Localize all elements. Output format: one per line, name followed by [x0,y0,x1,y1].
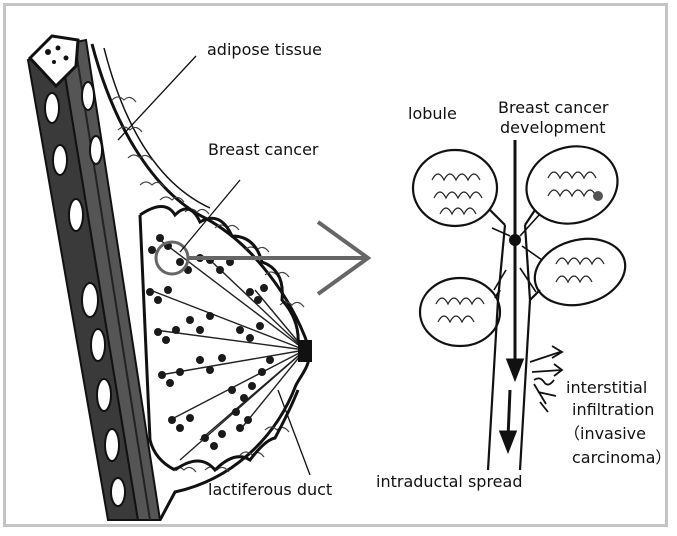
nipple [298,340,312,362]
label-intraductal-spread: intraductal spread [376,472,522,492]
leader-lines-left [118,56,310,475]
gland-lobules [146,234,274,450]
development-arrow [501,140,522,450]
label-lactiferous-duct: lactiferous duct [208,480,332,500]
label-development-line2: development [500,118,606,138]
label-development-line1: Breast cancer [498,98,609,118]
lobule-tumor-dot [593,191,603,201]
lobule-inner-texture [432,172,604,322]
label-adipose-tissue: adipose tissue [207,40,322,60]
infiltration-arrows [530,346,562,412]
chest-wall-muscle [28,36,160,520]
label-breast-cancer: Breast cancer [208,140,319,160]
label-interstitial-line3: （invasive [564,424,646,444]
label-interstitial-line4: carcinoma） [572,448,671,468]
label-lobule: lobule [408,104,457,124]
label-interstitial-line1: interstitial [566,378,647,398]
label-interstitial-line2: infiltration [572,400,654,420]
magnify-arrow [188,222,368,294]
